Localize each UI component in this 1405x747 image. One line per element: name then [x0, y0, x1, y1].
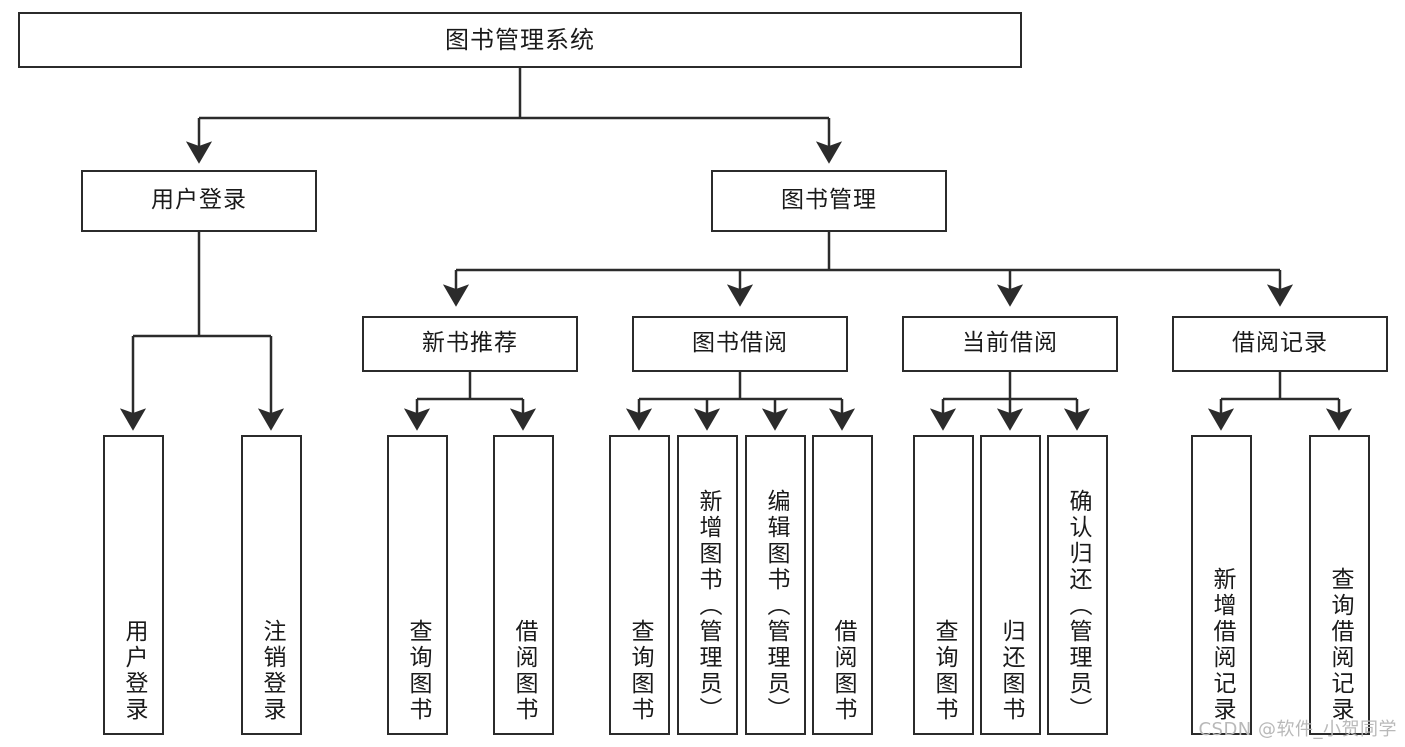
- node-leaf-return-book[interactable]: 归还图书: [980, 435, 1041, 735]
- node-label: 图书管理: [781, 187, 877, 214]
- node-label: 查询图书: [405, 619, 431, 723]
- node-label: 归还图书: [998, 619, 1024, 723]
- node-book-manage[interactable]: 图书管理: [711, 170, 947, 232]
- node-label: 确认归还（管理员）: [1065, 489, 1091, 723]
- node-label: 查询图书: [931, 619, 957, 723]
- watermark-text: CSDN @软件_小贺同学: [1198, 719, 1397, 740]
- node-label: 用户登录: [121, 619, 147, 723]
- node-leaf-borrow-book-2[interactable]: 借阅图书: [812, 435, 873, 735]
- node-label: 借阅图书: [511, 619, 537, 723]
- node-leaf-add-record[interactable]: 新增借阅记录: [1191, 435, 1252, 735]
- node-leaf-query-book-2[interactable]: 查询图书: [609, 435, 670, 735]
- node-label: 借阅图书: [830, 619, 856, 723]
- node-label: 新增借阅记录: [1209, 567, 1235, 723]
- node-label: 当前借阅: [962, 330, 1058, 357]
- node-leaf-edit-book[interactable]: 编辑图书（管理员）: [745, 435, 806, 735]
- node-leaf-borrow-book-1[interactable]: 借阅图书: [493, 435, 554, 735]
- node-label: 图书借阅: [692, 330, 788, 357]
- node-label: 图书管理系统: [445, 25, 595, 54]
- node-label: 借阅记录: [1232, 330, 1328, 357]
- node-leaf-query-book-3[interactable]: 查询图书: [913, 435, 974, 735]
- node-leaf-add-book[interactable]: 新增图书（管理员）: [677, 435, 738, 735]
- node-label: 查询图书: [627, 619, 653, 723]
- node-leaf-user-logout[interactable]: 注销登录: [241, 435, 302, 735]
- node-label: 新增图书（管理员）: [695, 489, 721, 723]
- node-label: 新书推荐: [422, 330, 518, 357]
- node-book-borrow[interactable]: 图书借阅: [632, 316, 848, 372]
- node-label: 用户登录: [151, 187, 247, 214]
- node-borrow-record[interactable]: 借阅记录: [1172, 316, 1388, 372]
- node-label: 查询借阅记录: [1327, 567, 1353, 723]
- node-leaf-query-book-1[interactable]: 查询图书: [387, 435, 448, 735]
- node-leaf-confirm-return[interactable]: 确认归还（管理员）: [1047, 435, 1108, 735]
- node-current-borrow[interactable]: 当前借阅: [902, 316, 1118, 372]
- node-user-login[interactable]: 用户登录: [81, 170, 317, 232]
- node-root-book-management-system[interactable]: 图书管理系统: [18, 12, 1022, 68]
- node-label: 编辑图书（管理员）: [763, 489, 789, 723]
- node-leaf-user-login[interactable]: 用户登录: [103, 435, 164, 735]
- node-label: 注销登录: [259, 619, 285, 723]
- node-leaf-query-record[interactable]: 查询借阅记录: [1309, 435, 1370, 735]
- node-new-book-recommend[interactable]: 新书推荐: [362, 316, 578, 372]
